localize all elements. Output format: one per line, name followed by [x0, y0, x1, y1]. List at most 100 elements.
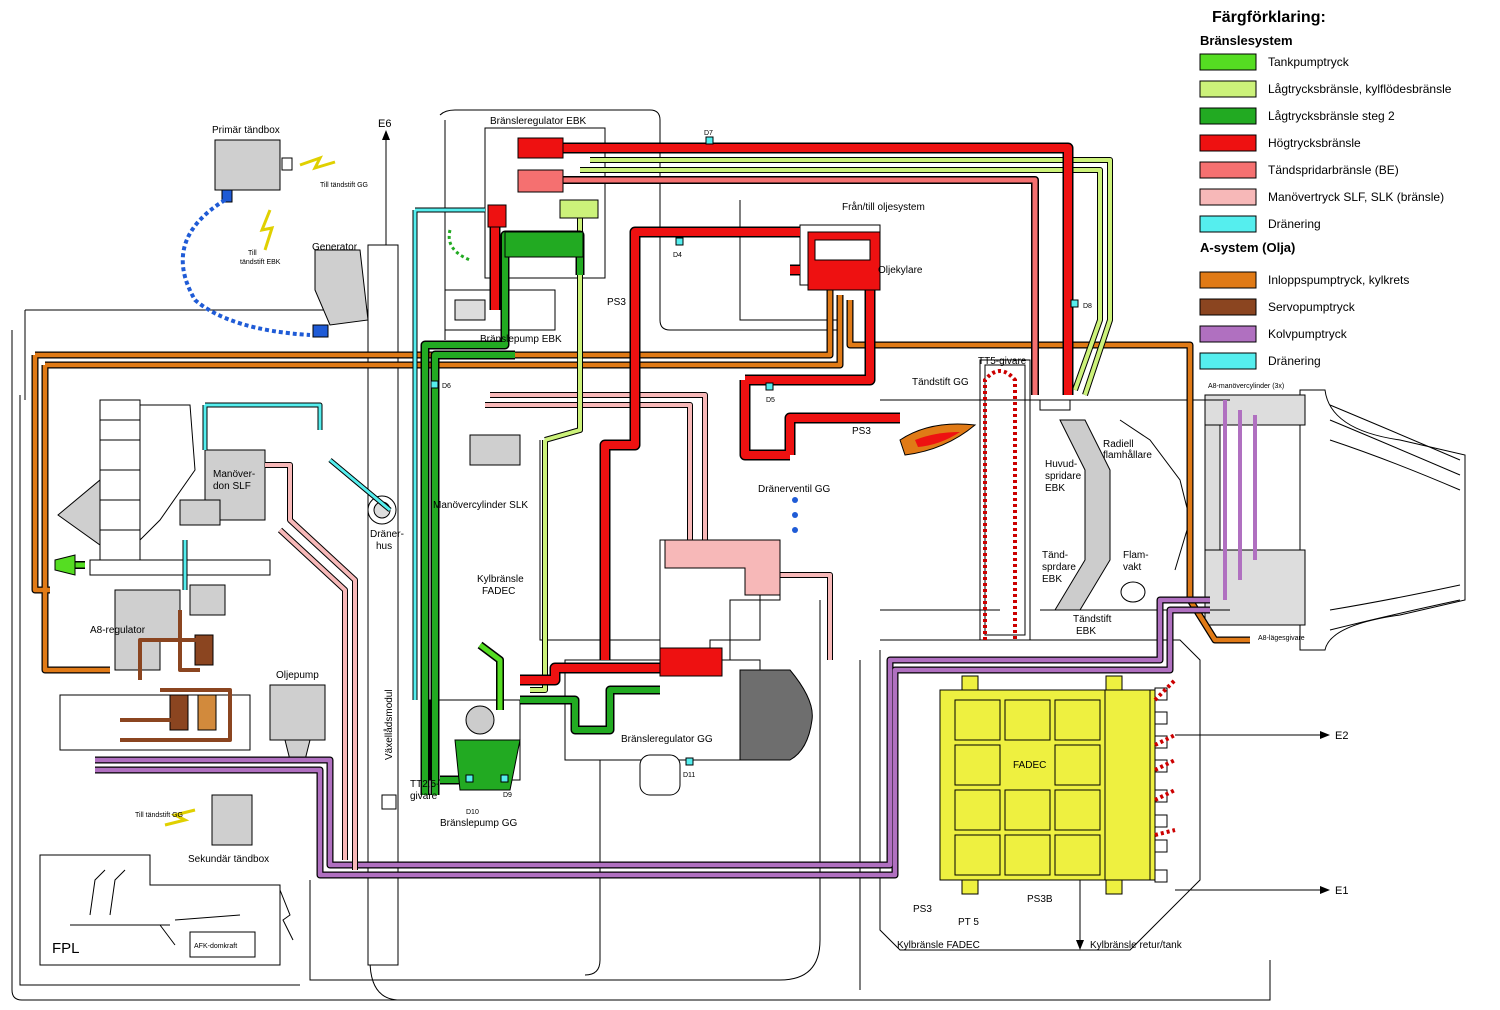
- label-a8-regulator: A8-regulator: [90, 625, 146, 636]
- label-d11: D11: [683, 772, 695, 779]
- label-hus: hus: [376, 541, 392, 552]
- fadec-unit: [939, 675, 1168, 895]
- pipes-brown: [120, 610, 232, 742]
- slf-pressure-block: [664, 539, 781, 596]
- label-manovercylinder-slk: Manövercylinder SLK: [433, 500, 528, 511]
- label-tt25: TT2,5-: [410, 779, 439, 790]
- legend-swatch: [1199, 134, 1257, 152]
- label-bransleregulator-gg: Bränsleregulator GG: [621, 734, 713, 745]
- legend-swatch: [1199, 352, 1257, 370]
- label-dranerventil-gg: Dränerventil GG: [758, 484, 830, 495]
- label-tandstift: Tändstift: [1073, 614, 1112, 625]
- flame-icon: [899, 423, 977, 456]
- label-manover: Manöver-: [213, 469, 255, 480]
- legend-label: Kolvpumptryck: [1268, 327, 1348, 341]
- label-e2: E2: [1335, 730, 1348, 742]
- legend-label: Dränering: [1268, 217, 1321, 231]
- pipes-red: [487, 137, 1074, 686]
- legend-swatch: [1199, 325, 1257, 343]
- label-tandstift-gg: Tändstift GG: [912, 377, 969, 388]
- label-tt5-givare: TT5-givare: [978, 356, 1027, 367]
- legend-label: Tankpumptryck: [1268, 55, 1350, 69]
- legend-swatch: [1199, 107, 1257, 125]
- label-sekundar-tandbox: Sekundär tändbox: [188, 854, 269, 865]
- label-d5: D5: [766, 397, 775, 404]
- label-till: Till: [248, 250, 257, 257]
- legend-label: Servopumptryck: [1268, 300, 1356, 314]
- fpl-panel: [39, 854, 294, 966]
- label-fadec: FADEC: [1013, 760, 1046, 771]
- labels: Primär tändbox Till tändstift GG Till tä…: [52, 116, 1348, 957]
- label-fpl: FPL: [52, 940, 80, 957]
- legend-swatch: [1199, 161, 1257, 179]
- legend-label: Lågtrycksbränsle steg 2: [1268, 109, 1395, 123]
- label-pt5: PT 5: [958, 917, 979, 928]
- pipes-purple: [95, 400, 1257, 879]
- label-till-tandstift-gg-top: Till tändstift GG: [320, 182, 368, 189]
- label-spridare: spridare: [1045, 471, 1082, 482]
- label-bransleregulator-ebk: Bränsleregulator EBK: [490, 116, 586, 127]
- combustor-area: [880, 359, 1230, 641]
- label-d10: D10: [466, 809, 479, 816]
- legend-label: Tändspridarbränsle (BE): [1268, 163, 1399, 177]
- label-e1: E1: [1335, 885, 1348, 897]
- label-d8: D8: [1083, 303, 1092, 310]
- legend-title: Färgförklaring:: [1212, 9, 1326, 26]
- legend-label: Lågtrycksbränsle, kylflödesbränsle: [1268, 82, 1452, 96]
- label-generator: Generator: [312, 242, 358, 253]
- legend-label: Högtrycksbränsle: [1268, 136, 1361, 150]
- pipes-lightgreen: [530, 157, 1113, 693]
- label-d6: D6: [442, 383, 451, 390]
- label-ps3-mid: PS3: [852, 426, 871, 437]
- label-givare: givare: [410, 791, 438, 802]
- label-vakt: vakt: [1123, 562, 1142, 573]
- drain-markers: [430, 136, 1079, 783]
- legend-label: Manövertryck SLF, SLK (bränsle): [1268, 190, 1444, 204]
- label-d9: D9: [503, 792, 512, 799]
- label-d4: D4: [673, 252, 682, 259]
- label-a8-lagesgivare: A8-lägesgivare: [1258, 635, 1305, 642]
- engine-nozzle: [1204, 389, 1466, 651]
- label-a8-manovercylinder: A8-manövercylinder (3x): [1208, 383, 1284, 390]
- label-ps3b: PS3B: [1027, 894, 1053, 905]
- label-tand: Tänd-: [1042, 550, 1068, 561]
- lightning-icon: [164, 155, 336, 827]
- label-kylbransle: Kylbränsle: [477, 574, 524, 585]
- pipes-tankgreen: [54, 554, 504, 710]
- label-d7: D7: [704, 130, 713, 137]
- label-vaxelladsmodul: Växellådsmodul: [383, 689, 395, 760]
- label-oljekylare: Oljekylare: [878, 265, 923, 276]
- pipes-cyan: [182, 207, 485, 700]
- label-sprdare: sprdare: [1042, 562, 1076, 573]
- legend-swatch: [1199, 298, 1257, 316]
- drip-icon: [792, 497, 798, 533]
- outline-frames: [11, 109, 1271, 1001]
- label-till-tandstift-gg-bottom: Till tändstift GG: [135, 812, 183, 819]
- tt5-sensor-line: [983, 369, 1017, 640]
- label-oljepump: Oljepump: [276, 670, 319, 681]
- label-ebk2: EBK: [1042, 574, 1062, 585]
- label-fadec-small: FADEC: [482, 586, 515, 597]
- label-primar-tandbox: Primär tändbox: [212, 125, 280, 136]
- label-flam: Flam-: [1123, 550, 1149, 561]
- pipes-salmon: [517, 169, 1039, 395]
- label-flamhallare: flamhållare: [1103, 449, 1152, 461]
- ignition-cables: [180, 198, 1177, 837]
- legend-label: Dränering: [1268, 354, 1321, 368]
- label-kylbransle-fadec: Kylbränsle FADEC: [897, 940, 980, 951]
- label-radiell: Radiell: [1103, 439, 1134, 450]
- pipes-pink: [265, 392, 833, 870]
- label-ps3-top: PS3: [607, 297, 626, 308]
- label-kylbransle-retur: Kylbränsle retur/tank: [1090, 940, 1183, 951]
- output-arrows: [382, 130, 1330, 950]
- label-huvud: Huvud-: [1045, 459, 1077, 470]
- pipes-orange: [31, 290, 1250, 674]
- legend-swatch: [1199, 271, 1257, 289]
- legend-swatch: [1199, 215, 1257, 233]
- label-afk-domkraft: AFK-domkraft: [194, 943, 237, 950]
- legend-fuel-header: Bränslesystem: [1200, 33, 1293, 48]
- label-tandstift-ebk: tändstift EBK: [240, 259, 281, 266]
- label-branslepump-gg: Bränslepump GG: [440, 818, 517, 829]
